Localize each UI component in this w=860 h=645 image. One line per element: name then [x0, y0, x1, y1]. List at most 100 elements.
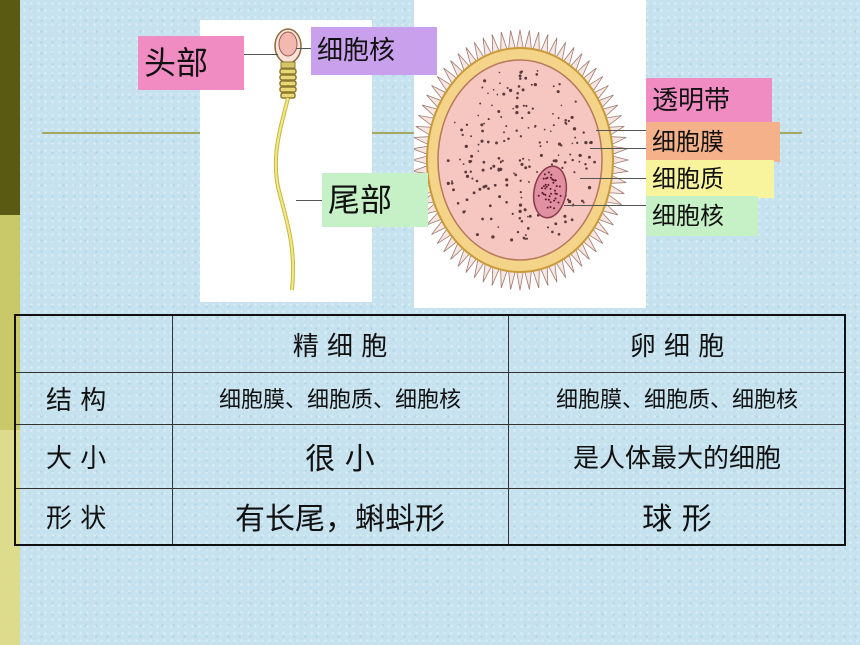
- granule: [487, 118, 490, 121]
- label-tail: 尾部: [322, 173, 428, 227]
- granule: [491, 235, 495, 239]
- table-row-divider: [16, 488, 844, 489]
- nucleus-granule: [544, 187, 547, 190]
- granule: [505, 178, 509, 182]
- granule: [558, 83, 561, 86]
- egg-illustration: [410, 29, 630, 291]
- granule: [482, 160, 486, 164]
- leader-head: [244, 54, 278, 55]
- granule: [516, 92, 519, 95]
- sidebar-segment-dark: [0, 0, 20, 215]
- cell-sperm-structure: 细胞膜、细胞质、细胞核: [218, 388, 461, 413]
- granule: [512, 107, 515, 110]
- sperm-midpiece: [279, 68, 297, 99]
- granule: [520, 162, 524, 166]
- table-header-sperm: 精 细 胞: [292, 331, 388, 362]
- corona-cell: [413, 136, 430, 146]
- granule: [538, 141, 541, 144]
- granule: [453, 121, 456, 124]
- granule: [488, 204, 492, 208]
- corona-cell: [410, 155, 428, 165]
- granule: [460, 128, 464, 132]
- granule: [477, 150, 480, 152]
- corona-cell: [532, 31, 540, 51]
- granule: [533, 83, 537, 87]
- granule: [554, 222, 558, 226]
- granule: [501, 159, 504, 162]
- granule: [525, 104, 528, 108]
- granule: [498, 71, 501, 74]
- nucleus-granule: [554, 192, 557, 195]
- granule: [571, 142, 574, 145]
- label-head: 头部: [138, 36, 244, 90]
- granule: [480, 123, 484, 127]
- granule: [549, 130, 552, 133]
- table-header-blank: [16, 316, 172, 372]
- granule: [446, 159, 450, 163]
- nucleus-granule: [546, 206, 549, 209]
- granule: [493, 183, 497, 187]
- corona-cell: [524, 30, 532, 50]
- corona-cell: [516, 29, 524, 49]
- granule: [497, 110, 501, 113]
- granule: [521, 88, 525, 92]
- granule: [524, 234, 527, 237]
- nucleus-granule: [541, 191, 544, 194]
- granule: [500, 116, 503, 118]
- label-cytoplasm: 细胞质: [646, 160, 774, 198]
- granule: [499, 167, 503, 171]
- granule: [524, 166, 528, 170]
- nucleus-granule: [547, 171, 550, 174]
- granule: [518, 209, 522, 214]
- granule: [499, 161, 502, 164]
- granule: [527, 111, 531, 114]
- granule: [465, 174, 470, 178]
- egg-illustration-panel: [410, 0, 646, 308]
- granule: [505, 183, 509, 187]
- granule: [593, 160, 596, 164]
- nucleus-granule: [555, 192, 558, 195]
- granule: [519, 191, 522, 194]
- nucleus-granule: [542, 177, 545, 180]
- egg-nucleus: [532, 165, 568, 219]
- granule: [524, 208, 527, 212]
- granule: [459, 158, 461, 161]
- granule: [469, 170, 472, 173]
- granule: [557, 116, 560, 120]
- granule: [518, 74, 522, 78]
- granule: [585, 167, 588, 170]
- granule: [505, 201, 508, 204]
- cell-egg-size: 是人体最大的细胞: [572, 443, 781, 474]
- nucleus-granule: [547, 198, 550, 201]
- corona-cell: [610, 174, 627, 184]
- granule: [451, 180, 453, 183]
- granule: [574, 136, 577, 139]
- granule: [489, 167, 493, 170]
- granule: [552, 124, 555, 127]
- granule: [517, 85, 521, 88]
- corona-cell: [524, 270, 532, 290]
- granule: [481, 129, 484, 133]
- granule: [486, 140, 490, 144]
- granule: [519, 77, 522, 80]
- nucleus-granule: [541, 187, 543, 190]
- granule: [515, 110, 519, 115]
- granule: [481, 168, 485, 172]
- corona-cell: [500, 31, 508, 51]
- granule: [477, 143, 480, 146]
- granule: [571, 158, 574, 162]
- granule: [519, 135, 523, 138]
- granule: [513, 172, 515, 175]
- granule: [510, 238, 514, 242]
- granule: [546, 226, 550, 229]
- granule: [556, 90, 560, 94]
- granule: [552, 113, 554, 115]
- granule: [465, 198, 469, 202]
- table-col-divider: [508, 316, 509, 544]
- granule: [465, 123, 469, 126]
- granule: [567, 119, 570, 123]
- sperm-tail: [273, 97, 296, 291]
- granule: [518, 217, 522, 220]
- leader-sperm-nucleus: [296, 48, 311, 49]
- granule: [528, 159, 530, 161]
